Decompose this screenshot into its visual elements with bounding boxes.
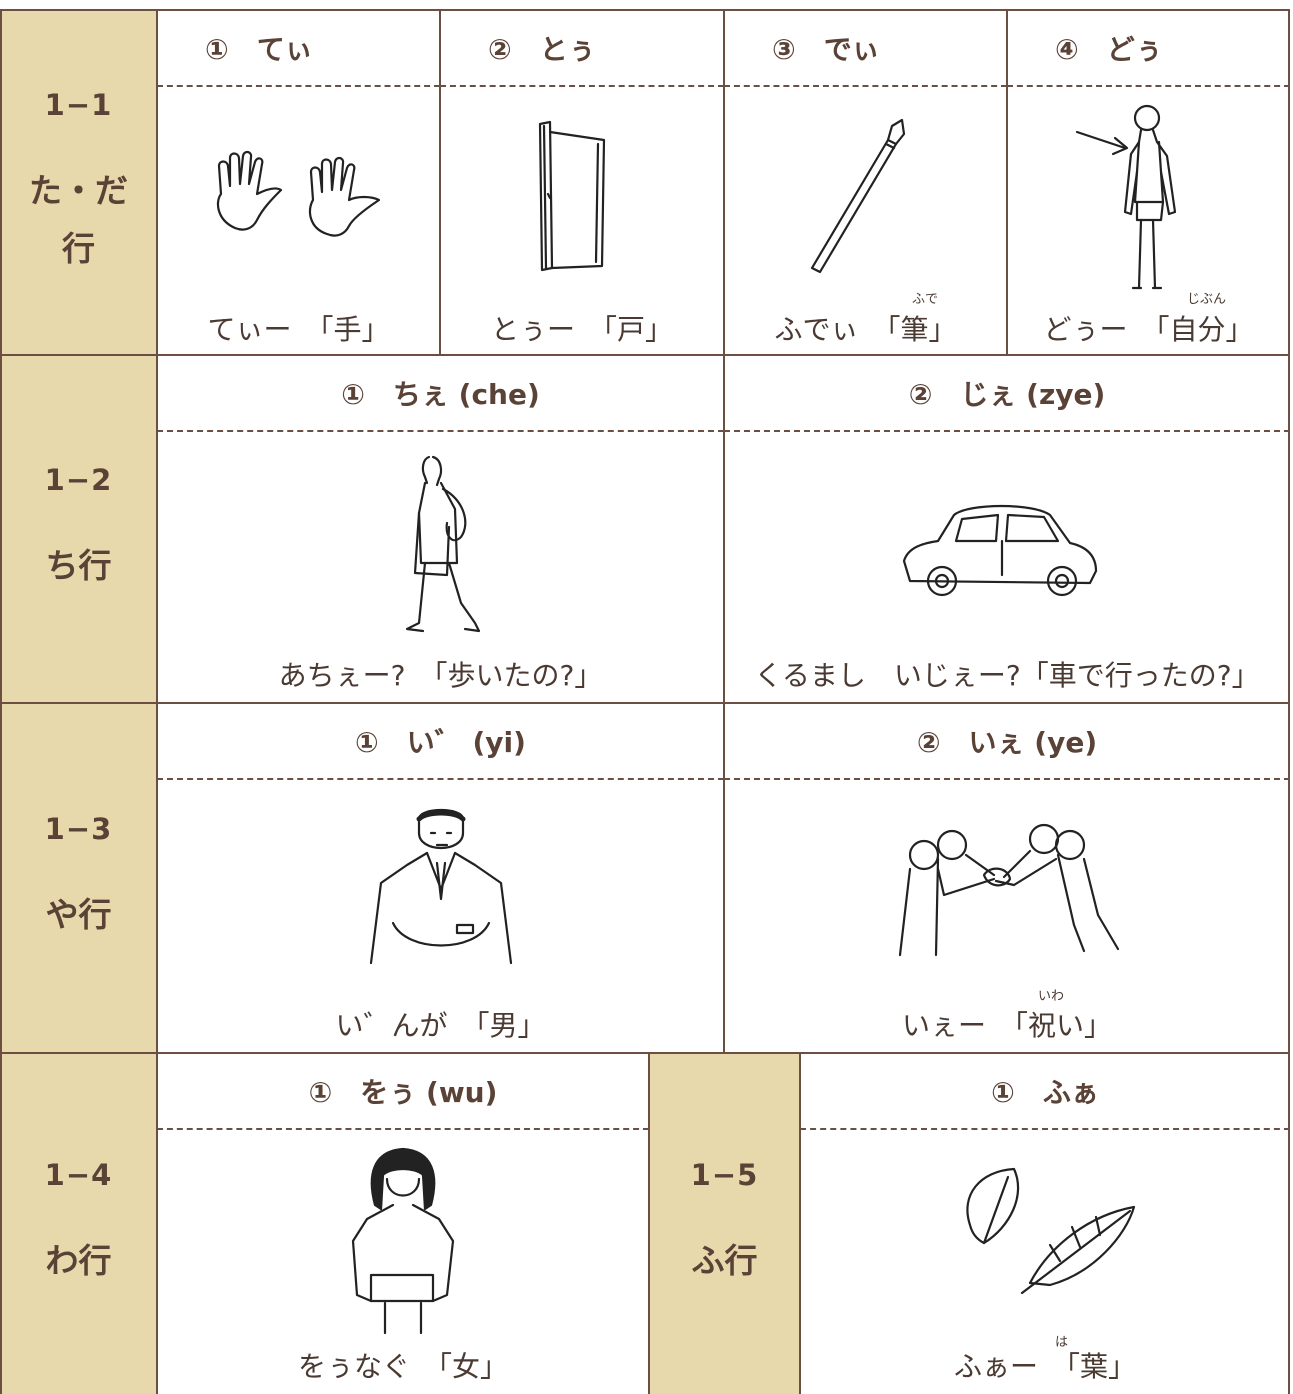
- cell-title: ② じぇ (zye): [908, 377, 1106, 411]
- section-name-line2: 行: [62, 228, 95, 268]
- row-divider: [0, 702, 1290, 704]
- section-header-1-5: 1−5 ふ行: [649, 1053, 800, 1394]
- car-icon: [724, 495, 1290, 605]
- section-number: 1−4: [44, 1157, 113, 1192]
- cell-title: ③ でぃ: [772, 32, 880, 66]
- cell-caption: ふでぃ 「筆」: [774, 313, 957, 346]
- dashed-divider: [800, 1128, 1290, 1130]
- section-name: や行: [45, 895, 112, 934]
- dashed-divider: [724, 778, 1290, 780]
- celebration-icon: [724, 815, 1290, 965]
- cell-1-3-1: ① い゛ (yi) い゛んが 「男」: [157, 703, 724, 1053]
- section-number: 1−3: [44, 812, 113, 846]
- leaves-icon: [800, 1165, 1290, 1305]
- row-divider: [0, 354, 1290, 356]
- cell-caption: いぇー 「祝い」: [901, 1009, 1112, 1042]
- dashed-divider: [1007, 85, 1290, 87]
- column-divider: [156, 9, 158, 1394]
- section-name: ふ行: [691, 1240, 758, 1280]
- woman-icon: [157, 1145, 649, 1335]
- cell-caption: い゛んが 「男」: [335, 1009, 546, 1042]
- cell-caption: あちぇー? 「歩いたの?」: [278, 659, 603, 692]
- border-left: [0, 9, 2, 1394]
- brush-icon: [724, 118, 1007, 278]
- column-divider: [648, 1053, 650, 1394]
- section-number: 1−2: [44, 463, 113, 497]
- section-name: ち行: [45, 546, 112, 585]
- cell-title: ① てぃ: [205, 32, 313, 66]
- walking-woman-icon: [157, 453, 724, 641]
- cell-1-1-1: ① てぃ てぃー 「手」: [157, 10, 440, 355]
- furigana: じぶん: [1187, 292, 1227, 307]
- cell-1-2-1: ① ちぇ (che) あちぇー? 「歩いたの?」: [157, 355, 724, 703]
- dashed-divider: [724, 85, 1007, 87]
- cell-title: ④ どぅ: [1055, 32, 1163, 66]
- dashed-divider: [724, 430, 1290, 432]
- section-header-1-3: 1−3 や行: [0, 703, 157, 1053]
- furigana: いわ: [1038, 989, 1065, 1004]
- furigana: ふで: [912, 292, 939, 307]
- cell-caption: とぅー 「戸」: [490, 313, 673, 346]
- section-header-1-1: 1−1 た・だ 行: [0, 10, 157, 355]
- border-top: [0, 9, 1290, 11]
- dashed-divider: [157, 430, 724, 432]
- cell-title: ① をぅ (wu): [308, 1075, 498, 1109]
- dashed-divider: [157, 778, 724, 780]
- furigana: は: [1055, 1335, 1069, 1350]
- row-divider: [0, 1052, 1290, 1054]
- cell-title: ② いぇ (ye): [916, 725, 1098, 759]
- column-divider: [723, 9, 725, 1054]
- cell-1-3-2: ② いぇ (ye) いわ いぇー 「祝い」: [724, 703, 1290, 1053]
- cell-1-1-4: ④ どぅ じぶん どぅー 「自分」: [1007, 10, 1290, 355]
- hands-icon: [157, 150, 440, 250]
- cell-1-2-2: ② じぇ (zye) くるまし いじぇー?「車で行ったの?」: [724, 355, 1290, 703]
- cell-1-1-2: ② とぅ とぅー 「戸」: [440, 10, 724, 355]
- section-header-1-4: 1−4 わ行: [0, 1053, 157, 1394]
- cell-caption: をぅなぐ 「女」: [297, 1350, 508, 1383]
- cell-title: ① ふぁ: [991, 1075, 1099, 1109]
- section-name-line1: た・だ: [29, 170, 128, 210]
- cell-caption: どぅー 「自分」: [1043, 313, 1254, 346]
- cell-caption: ふぁー 「葉」: [953, 1350, 1136, 1383]
- cell-1-1-3: ③ でぃ ふで ふでぃ 「筆」: [724, 10, 1007, 355]
- column-divider: [799, 1053, 801, 1394]
- border-right: [1288, 9, 1290, 1394]
- cell-title: ① い゛ (yi): [355, 725, 526, 759]
- cell-title: ② とぅ: [488, 32, 596, 66]
- section-number: 1−1: [44, 87, 113, 122]
- door-icon: [440, 118, 724, 278]
- dashed-divider: [157, 85, 440, 87]
- cell-caption: くるまし いじぇー?「車で行ったの?」: [754, 659, 1260, 692]
- self-person-icon: [1007, 102, 1290, 292]
- dashed-divider: [440, 85, 724, 87]
- cell-title: ① ちぇ (che): [341, 377, 540, 411]
- section-name: わ行: [45, 1240, 112, 1280]
- section-number: 1−5: [690, 1157, 759, 1192]
- section-header-1-2: 1−2 ち行: [0, 355, 157, 703]
- cell-1-5-1: ① ふぁ は ふぁー 「葉」: [800, 1053, 1290, 1394]
- dashed-divider: [157, 1128, 649, 1130]
- column-divider: [1006, 9, 1008, 355]
- column-divider: [439, 9, 441, 355]
- cell-caption: てぃー 「手」: [207, 313, 390, 346]
- man-icon: [157, 803, 724, 983]
- cell-1-4-1: ① をぅ (wu) をぅなぐ 「女」: [157, 1053, 649, 1394]
